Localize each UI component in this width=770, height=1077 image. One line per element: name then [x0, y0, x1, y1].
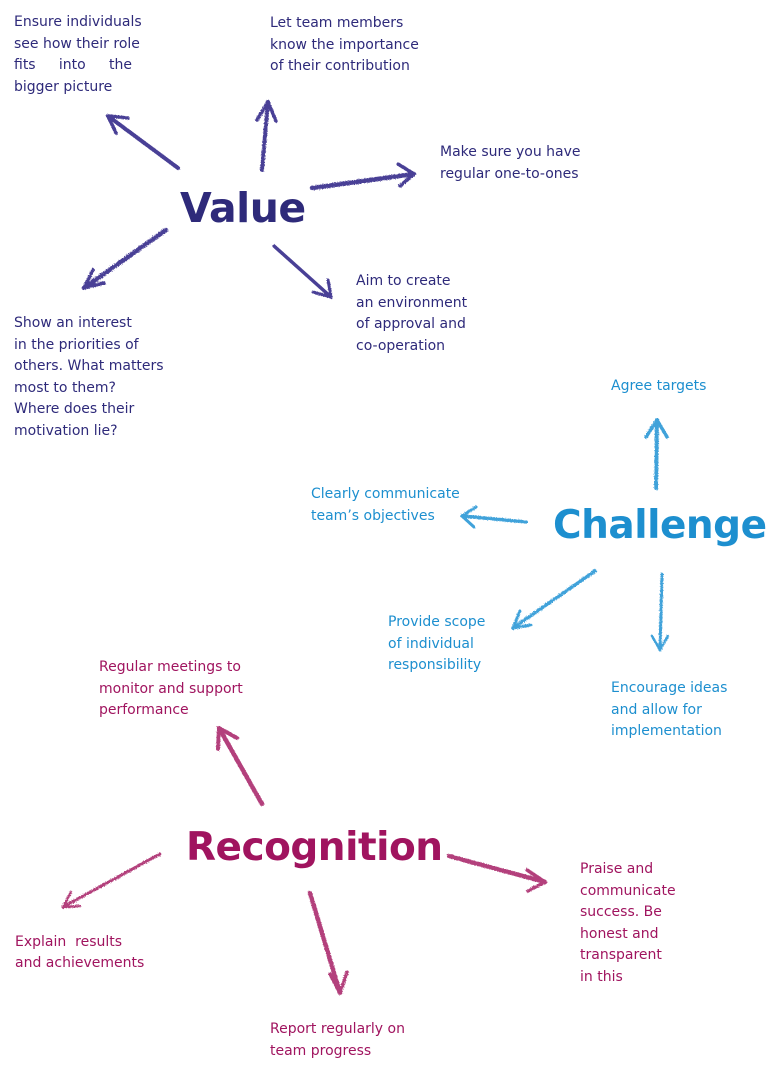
- note-line: Let team members: [270, 15, 404, 31]
- note-line-justified: fits into the: [14, 55, 132, 77]
- note-line: motivation lie?: [14, 422, 118, 439]
- note-big-picture: Ensure individuals see how their role fi…: [14, 12, 142, 98]
- note-line: in this: [580, 968, 623, 985]
- arrow-recognition-to-results: [61, 852, 162, 909]
- arrow-recognition-to-praise: [446, 853, 548, 893]
- arrow-value-to-environment: [272, 244, 333, 299]
- recognition-arrows: [61, 725, 548, 996]
- note-line: team progress: [270, 1042, 372, 1059]
- note-contribution: Let team members know the importance of …: [270, 13, 419, 78]
- note-line: see how their role: [14, 35, 140, 52]
- note-line: of individual: [388, 635, 474, 652]
- note-line: an environment: [356, 294, 468, 311]
- arrow-value-to-contribution: [255, 100, 278, 172]
- note-line: Provide scope: [388, 614, 486, 630]
- note-line: Encourage ideas: [611, 680, 728, 696]
- note-targets: Agree targets: [611, 376, 706, 398]
- note-scope: Provide scope of individual responsibili…: [388, 612, 485, 677]
- note-interest: Show an interest in the priorities of ot…: [14, 313, 164, 442]
- note-line: Clearly communicate: [311, 486, 460, 502]
- note-ideas: Encourage ideas and allow for implementa…: [611, 678, 727, 743]
- note-line: most to them?: [14, 379, 116, 396]
- arrow-challenge-to-ideas: [650, 572, 670, 652]
- note-line: in the priorities of: [14, 336, 139, 353]
- note-line: transparent: [580, 947, 662, 963]
- note-line: know the importance: [270, 36, 419, 53]
- note-word: into: [58, 57, 86, 73]
- note-environment: Aim to create an environment of approval…: [356, 271, 467, 357]
- note-line: bigger picture: [14, 78, 113, 95]
- note-line: performance: [99, 702, 189, 718]
- note-word: fits: [14, 57, 36, 73]
- note-praise: Praise and communicate success. Be hones…: [580, 859, 676, 988]
- challenge-title: Challenge: [553, 503, 767, 548]
- note-line: Make sure you have: [440, 144, 581, 160]
- arrow-recognition-to-progress: [307, 890, 349, 996]
- note-line: Praise and: [580, 861, 654, 877]
- note-line: Agree targets: [611, 378, 707, 394]
- note-line: Where does their: [14, 401, 135, 417]
- note-objectives: Clearly communicate team’s objectives: [311, 484, 460, 527]
- arrow-challenge-to-scope: [511, 569, 597, 630]
- note-line: Aim to create: [356, 273, 451, 289]
- note-progress: Report regularly on team progress: [270, 1019, 405, 1062]
- note-line: responsibility: [388, 657, 482, 673]
- note-line: and allow for: [611, 701, 702, 718]
- note-line: and achievements: [15, 954, 145, 971]
- arrow-value-to-interest: [81, 227, 169, 291]
- arrow-recognition-to-meetings: [216, 725, 265, 807]
- note-line: monitor and support: [99, 680, 243, 697]
- note-line: of approval and: [356, 316, 466, 332]
- note-line: Report regularly on: [270, 1021, 405, 1037]
- note-line: of their contribution: [270, 58, 410, 74]
- note-line: implementation: [611, 723, 722, 739]
- arrow-value-to-one-to-ones: [309, 162, 417, 191]
- note-line: Regular meetings to: [99, 659, 241, 675]
- note-line: success. Be: [580, 904, 662, 920]
- note-line: honest and: [580, 925, 659, 942]
- arrow-challenge-to-objectives: [460, 505, 528, 529]
- note-one-to-ones: Make sure you have regular one-to-ones: [440, 142, 581, 185]
- note-line: communicate: [580, 882, 676, 899]
- note-line: Ensure individuals: [14, 14, 142, 30]
- challenge-arrows: [460, 418, 670, 652]
- recognition-title: Recognition: [186, 825, 443, 870]
- note-line: regular one-to-ones: [440, 165, 579, 182]
- note-meetings: Regular meetings to monitor and support …: [99, 657, 243, 722]
- note-word: the: [109, 57, 132, 73]
- note-line: others. What matters: [14, 358, 164, 374]
- note-line: Show an interest: [14, 315, 132, 331]
- value-arrows: [81, 100, 417, 299]
- note-line: team’s objectives: [311, 507, 435, 524]
- value-title: Value: [180, 184, 306, 232]
- note-line: co-operation: [356, 337, 446, 354]
- arrow-challenge-to-targets: [644, 418, 669, 490]
- note-line: Explain results: [15, 934, 123, 950]
- arrow-value-to-big-picture: [106, 114, 180, 170]
- note-results: Explain results and achievements: [15, 932, 144, 973]
